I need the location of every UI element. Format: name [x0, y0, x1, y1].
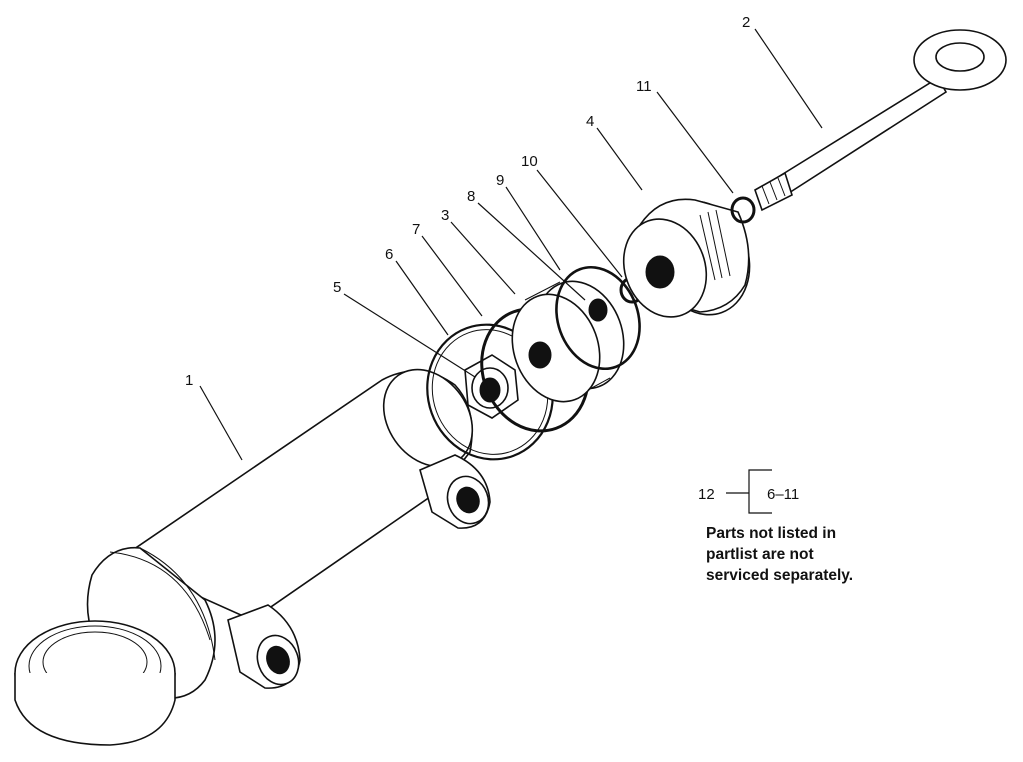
note-line-3: serviced separately.	[706, 567, 853, 584]
callout-8: 8	[467, 188, 475, 205]
piston-rod-2	[754, 29, 1007, 212]
callout-11: 11	[636, 78, 652, 95]
note-line-1: Parts not listed in	[706, 525, 836, 542]
callout-1: 1	[185, 372, 193, 389]
callout-7: 7	[412, 221, 420, 238]
callout-2: 2	[742, 14, 750, 31]
note-line-2: partlist are not	[706, 546, 814, 563]
callout-3: 3	[441, 207, 449, 224]
callout-5: 5	[333, 279, 341, 296]
callout-numbers: 1 2 3 4 5 6 7 8 9 10 11	[185, 14, 750, 389]
callout-4: 4	[586, 113, 594, 130]
piston-3	[511, 280, 625, 403]
callout-10: 10	[521, 153, 538, 170]
leader-lines	[199, 28, 823, 461]
kit-range: 6–11	[767, 486, 799, 503]
service-note: Parts not listed in partlist are not ser…	[706, 525, 853, 584]
cylinder-barrel	[14, 368, 491, 746]
callout-9: 9	[496, 172, 504, 189]
kit-bracket: 12 6–11	[698, 469, 799, 514]
ring-8	[555, 265, 641, 371]
cylinder-head-4	[622, 198, 751, 318]
nut-5	[464, 354, 519, 419]
kit-number: 12	[698, 486, 715, 503]
wiper-11	[730, 196, 756, 224]
callout-6: 6	[385, 246, 393, 263]
